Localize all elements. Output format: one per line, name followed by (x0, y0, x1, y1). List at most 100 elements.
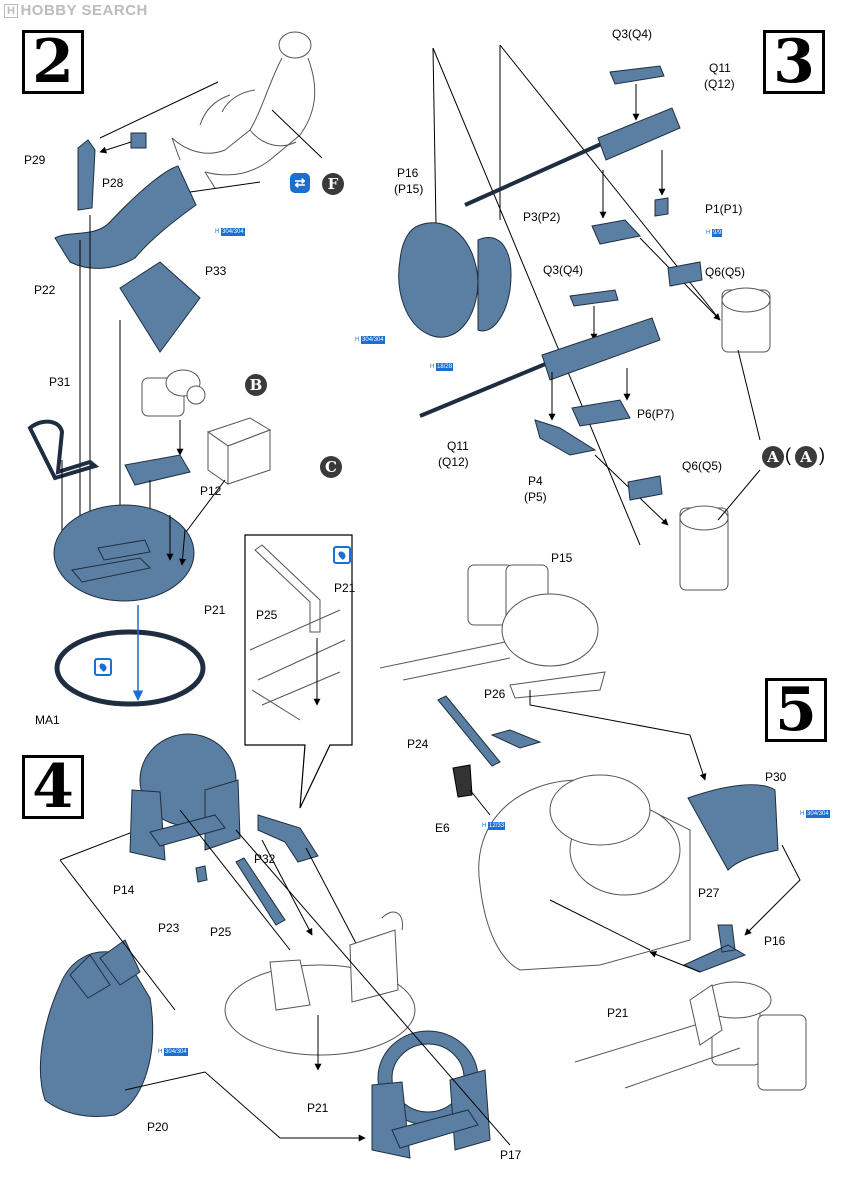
step-5-box: 5 (765, 678, 827, 742)
swatch-e6: H 12/33 (482, 822, 506, 830)
swatch-q11: H 18/28 (430, 363, 454, 371)
arrow-p21-pin-2 (179, 529, 187, 566)
swatch-p22: H 304/304 (215, 228, 245, 236)
label-p6: P6(P7) (637, 407, 675, 421)
swatch-p30: H 304/304 (800, 810, 830, 818)
watermark-text: HOBBY SEARCH (20, 2, 148, 19)
part-q11-gun-top (464, 107, 681, 207)
label-p20: P20 (147, 1120, 169, 1134)
p21-slots (71, 539, 152, 583)
label-q6-top: Q6(Q5) (705, 265, 746, 279)
part-q6-top (667, 261, 703, 287)
arrow-p27 (649, 951, 701, 973)
step-2-box: 2 (22, 30, 84, 94)
turret-base-sketch (224, 911, 416, 1056)
label-p25-step4: P25 (210, 925, 232, 939)
step-4-box: 4 (22, 755, 84, 819)
label-q3-top: Q3(Q4) (612, 27, 653, 41)
step-3-box: 3 (763, 30, 825, 94)
swatch-code: H (482, 823, 487, 829)
label-p15-alt: (P15) (394, 182, 424, 196)
swatch-code: H (706, 230, 711, 236)
leader-a-bottom (717, 469, 761, 521)
label-p21-inset: P21 (334, 581, 356, 595)
p20-cutouts (69, 939, 141, 999)
label-p27: P27 (698, 886, 720, 900)
part-p29 (77, 139, 96, 211)
label-p23: P23 (158, 921, 180, 935)
part-p17-mount (371, 1030, 491, 1159)
part-ma1-ring (54, 629, 206, 707)
part-p23 (195, 865, 208, 883)
swatch-code: H (800, 811, 805, 817)
guide-to-p30 (529, 690, 707, 781)
arrow-p25 (261, 839, 313, 936)
label-e6: E6 (435, 821, 450, 835)
label-p4: P4 (528, 474, 543, 488)
label-q12-bottom: (Q12) (438, 455, 469, 469)
label-p25-inset: P25 (256, 608, 278, 622)
part-p25-barrel (235, 857, 286, 926)
arrow-p28 (99, 141, 132, 154)
gun-assembly-sketch (574, 981, 807, 1091)
swatch-code: H (355, 337, 360, 343)
part-p32 (257, 814, 319, 863)
part-q3-top (609, 65, 665, 85)
swatch-chip: 12/33 (488, 822, 506, 830)
label-p21-step5: P21 (607, 1006, 629, 1020)
label-p16: P16 (397, 166, 419, 180)
turret-bottom-sketch (478, 774, 691, 971)
label-p30: P30 (765, 770, 787, 784)
option-swap-icon (290, 173, 310, 193)
swatch-p20: H 304/304 (158, 1048, 188, 1056)
label-p28: P28 (102, 176, 124, 190)
inset-detail-sketch (249, 544, 346, 721)
label-p14: P14 (113, 883, 135, 897)
part-q3-bottom (569, 289, 619, 307)
part-p24-barrel (437, 695, 501, 767)
guide-p14-down (179, 809, 291, 951)
part-p4 (534, 419, 597, 456)
callout-a: A (762, 446, 784, 468)
turret-top-sketch (379, 564, 606, 699)
guide-line-figure-3 (271, 109, 323, 159)
part-p28 (130, 132, 147, 149)
part-p20-shield (39, 951, 154, 1118)
part-q6-bottom (627, 475, 663, 501)
label-q11-bottom: Q11 (447, 439, 469, 453)
label-p21-step2: P21 (204, 603, 226, 617)
paint-drop-icon-inset (333, 546, 351, 564)
part-p26 (490, 729, 542, 749)
callout-c: C (320, 456, 342, 478)
label-p1: P1(P1) (705, 202, 743, 216)
label-p26: P26 (484, 687, 506, 701)
label-ma1: MA1 (35, 713, 60, 727)
label-p24: P24 (407, 737, 429, 751)
guide-p20-to-p17 (124, 1071, 366, 1142)
guide-p14-to-p17 (235, 829, 511, 1146)
ammo-can-top (721, 287, 771, 353)
guide-step3-v1 (432, 47, 437, 226)
swatch-chip: 304/304 (361, 336, 385, 344)
label-p32: P32 (254, 852, 276, 866)
swatch-chip: 9/9 (712, 229, 723, 237)
leader-e6 (469, 789, 491, 816)
inset-detail-frame (244, 534, 353, 809)
part-p31-handle (27, 419, 100, 481)
label-q12-top: (Q12) (704, 77, 735, 91)
part-p21-turntable (53, 504, 195, 602)
callout-a-alt: A (795, 446, 817, 468)
label-p31: P31 (49, 375, 71, 389)
label-p12: P12 (200, 484, 222, 498)
callout-f: F (322, 173, 344, 195)
guide-line-figure-1 (99, 81, 219, 139)
swatch-p16: H 304/304 (355, 336, 385, 344)
part-p22-seat (54, 165, 197, 269)
label-p15: P15 (551, 551, 573, 565)
part-p6 (571, 399, 631, 427)
label-p21-step4: P21 (307, 1101, 329, 1115)
part-p27 (682, 924, 747, 973)
